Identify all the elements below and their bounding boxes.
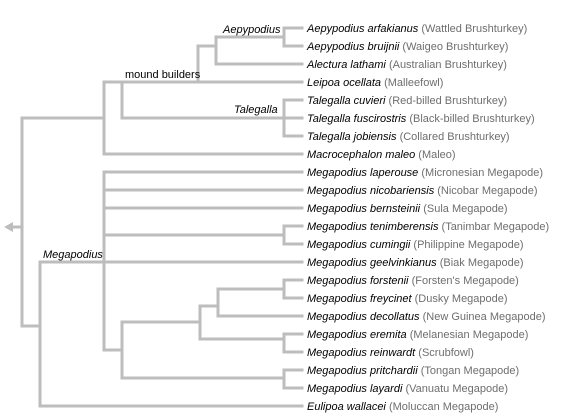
root-arrow-icon	[4, 222, 13, 232]
taxon-label: Aepypodius arfakianus (Wattled Brushturk…	[306, 23, 527, 35]
taxon-labels: Aepypodius arfakianus (Wattled Brushturk…	[306, 23, 549, 413]
taxon-label: Talegalla fuscirostris (Black-billed Bru…	[307, 113, 535, 125]
taxon-label: Megapodius laperouse (Micronesian Megapo…	[307, 167, 543, 179]
clade-label-mound-builders: mound builders	[125, 69, 201, 81]
clade-label-megapodius: Megapodius	[43, 249, 103, 261]
taxon-label: Eulipoa wallacei (Moluccan Megapode)	[307, 401, 498, 413]
taxon-label: Megapodius cumingii (Philippine Megapode…	[307, 239, 523, 251]
taxon-label: Macrocephalon maleo (Maleo)	[307, 149, 456, 161]
taxon-label: Megapodius freycinet (Dusky Megapode)	[307, 293, 508, 305]
taxon-label: Megapodius bernsteinii (Sula Megapode)	[307, 203, 508, 215]
taxon-label: Megapodius eremita (Melanesian Megapode)	[307, 329, 528, 341]
taxon-label: Megapodius nicobariensis (Nicobar Megapo…	[307, 185, 538, 197]
clade-label-talegalla: Talegalla	[234, 104, 278, 116]
taxon-label: Talegalla jobiensis (Collared Brushturke…	[307, 131, 510, 143]
taxon-label: Megapodius decollatus (New Guinea Megapo…	[307, 311, 546, 323]
tree-branches	[12, 26, 304, 408]
taxon-label: Alectura lathami (Australian Brushturkey…	[306, 59, 507, 71]
taxon-label: Aepypodius bruijnii (Waigeo Brushturkey)	[306, 41, 508, 53]
taxon-label: Megapodius reinwardt (Scrubfowl)	[307, 347, 474, 359]
taxon-label: Megapodius pritchardii (Tongan Megapode)	[307, 365, 519, 377]
clade-label-aepypodius: Aepypodius	[222, 24, 281, 36]
taxon-label: Talegalla cuvieri (Red-billed Brushturke…	[307, 95, 507, 107]
taxon-label: Megapodius geelvinkianus (Biak Megapode)	[307, 257, 524, 269]
taxon-label: Megapodius layardi (Vanuatu Megapode)	[307, 383, 508, 395]
taxon-label: Megapodius forstenii (Forsten's Megapode…	[307, 275, 519, 287]
taxon-label: Megapodius tenimberensis (Tanimbar Megap…	[307, 221, 549, 233]
taxon-label: Leipoa ocellata (Malleefowl)	[307, 77, 443, 89]
